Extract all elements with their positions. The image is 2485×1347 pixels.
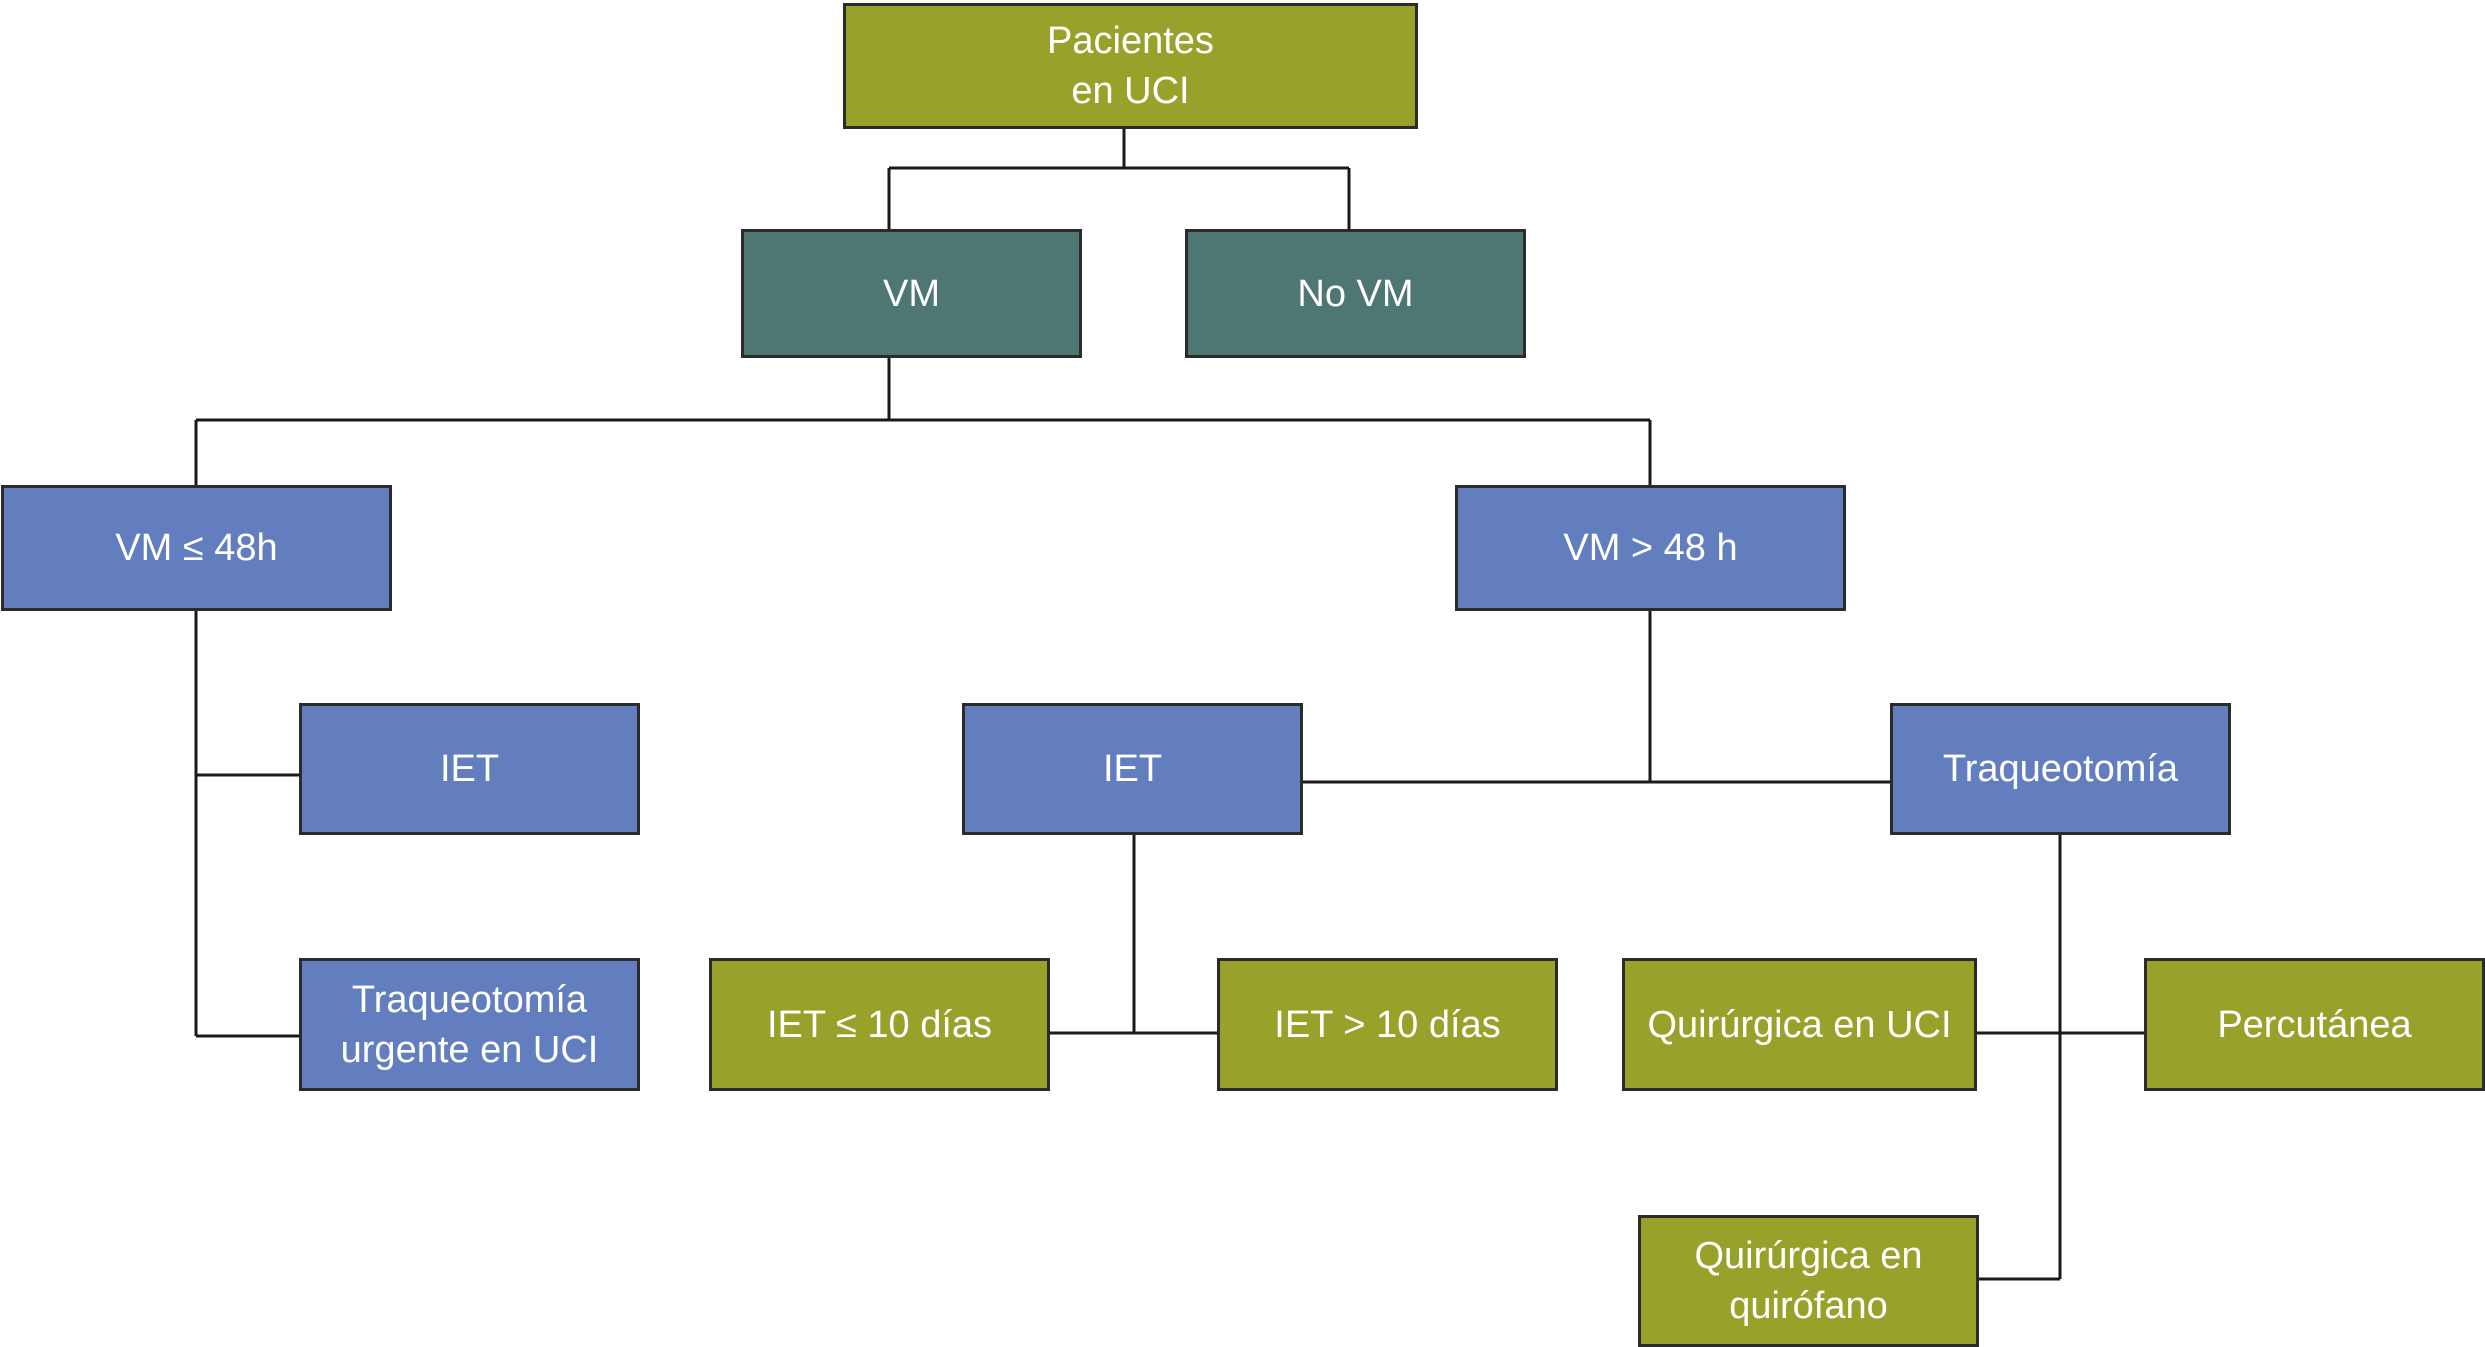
node-quirurgica-en-quirofano: Quirúrgica en quirófano <box>1638 1215 1979 1347</box>
node-traqueotomia-urgente: Traqueotomía urgente en UCI <box>299 958 640 1091</box>
connector-vm-gt-48-children <box>1303 611 1890 784</box>
node-vm: VM <box>741 229 1082 358</box>
connector-vm-le-48-children <box>194 611 299 1038</box>
node-quirurgica-en-uci: Quirúrgica en UCI <box>1622 958 1977 1091</box>
node-vm-gt-48h: VM > 48 h <box>1455 485 1846 611</box>
node-iet-long: IET <box>962 703 1303 835</box>
connector-iet-mid-children <box>1050 835 1217 1035</box>
node-percutanea: Percutánea <box>2144 958 2485 1091</box>
node-no-vm: No VM <box>1185 229 1526 358</box>
connector-root-to-vm-novm <box>887 129 1351 229</box>
node-iet-gt-10-dias: IET > 10 días <box>1217 958 1558 1091</box>
node-iet-short: IET <box>299 703 640 835</box>
node-iet-le-10-dias: IET ≤ 10 días <box>709 958 1050 1091</box>
connector-traqueotomia-children <box>1977 835 2144 1281</box>
node-pacientes-en-uci: Pacientes en UCI <box>843 3 1418 129</box>
node-traqueotomia: Traqueotomía <box>1890 703 2231 835</box>
node-vm-le-48h: VM ≤ 48h <box>1 485 392 611</box>
connector-vm-to-branches <box>194 358 1652 485</box>
